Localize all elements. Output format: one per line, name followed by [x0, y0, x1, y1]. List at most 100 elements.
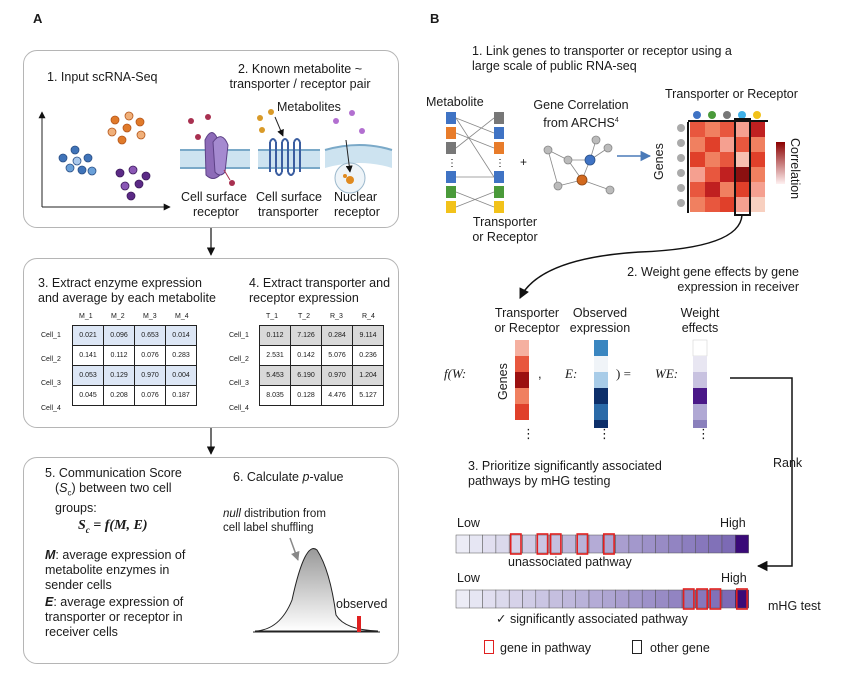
table-row: 0.053 0.129 0.970 0.004 [72, 365, 197, 386]
metabolite-label: Metabolite [426, 95, 484, 109]
gene-cell [522, 589, 537, 609]
b-step-2-line1: 2. Weight gene effects by gene [627, 265, 799, 279]
sc-symbol: S [59, 481, 68, 495]
cell-surface-receptor-label: Cell surface receptor [181, 190, 247, 220]
table-row: 2.531 0.142 5.076 0.236 [259, 345, 384, 366]
gene-cell [508, 589, 523, 609]
gene-cell [562, 589, 576, 609]
gene-cell [535, 589, 550, 609]
nr-line2: receptor [334, 205, 380, 219]
step-5-line3: groups: [55, 500, 97, 515]
nuclear-receptor-label: Nuclear receptor [334, 190, 380, 220]
step-5-line1: 5. Communication Score [45, 466, 182, 480]
pathway-gene-marker [576, 533, 589, 555]
gene-cell [615, 589, 630, 609]
t3-col-3: M_3 [143, 313, 157, 320]
t4-row-1: Cell_1 [229, 332, 249, 339]
panel-a-letter: A [33, 11, 43, 26]
sc-subscript: c [67, 488, 72, 498]
gene-cell [735, 534, 749, 554]
table-cell: 0.187 [165, 385, 197, 406]
gene-corr-sup: 4 [614, 117, 619, 124]
observed-expression-vector [594, 340, 608, 428]
t3-col-1: M_1 [79, 313, 93, 320]
t4-row-4: Cell_4 [229, 405, 249, 412]
gene-cell [668, 589, 683, 609]
e-desc-line3: receiver cells [45, 625, 118, 639]
gene-correlation-network [543, 135, 615, 195]
table-row: 0.045 0.208 0.076 0.187 [72, 385, 197, 406]
step-6-p: p [302, 470, 310, 484]
csr-line1: Cell surface [181, 190, 247, 204]
step-6-title: 6. Calculate p-value [233, 470, 343, 485]
gene-cell [575, 589, 590, 609]
gene-cell [588, 589, 603, 609]
transporter-line1: Transporter [472, 215, 538, 229]
e-desc-line1: : average expression of [53, 595, 184, 609]
m-desc-line1: : average expression of [55, 548, 186, 562]
high-label-1: High [720, 516, 746, 530]
col3-line2: effects [681, 321, 719, 335]
col3-header: Weight effects [670, 306, 730, 336]
we-label: WE: [655, 366, 679, 381]
t3-row-4: Cell_4 [41, 405, 61, 412]
low-label-1: Low [457, 516, 480, 530]
null-distribution-label: null distribution from cell label shuffl… [223, 507, 326, 535]
gene-cell [628, 534, 643, 554]
col2-header: Observed expression [565, 306, 635, 336]
b-step-2-line2: expression in receiver [677, 280, 799, 294]
gene-cell [482, 534, 497, 554]
table-row: 8.035 0.128 4.476 5.127 [259, 385, 384, 406]
e-desc-line2: transporter or receptor in [45, 610, 183, 624]
col1-line1: Transporter [494, 306, 560, 320]
gene-cell [641, 534, 656, 554]
table-row: 5.453 6.190 0.970 1.204 [259, 365, 384, 386]
t4-col-1: T_1 [266, 313, 279, 320]
pathway-gene-marker [509, 533, 522, 555]
col2-line1: Observed [572, 306, 628, 320]
transporter-or-receptor-top-label: Transporter or Receptor [665, 87, 798, 101]
pathway-gene-marker [696, 588, 709, 610]
step-4-title: 4. Extract transporter and receptor expr… [249, 276, 390, 306]
gene-cell [469, 534, 483, 554]
enzyme-expression-table: 0.021 0.096 0.653 0.014 0.141 0.112 0.07… [72, 325, 197, 406]
t4-col-4: R_4 [362, 313, 375, 320]
cell-surface-receptor-icon [180, 114, 250, 186]
rank-arrow [730, 377, 793, 572]
null-line2: cell label shuffling [223, 522, 314, 534]
cell-surface-transporter-icon [257, 109, 320, 176]
m-symbol: M [45, 548, 56, 562]
step-4-line2: receptor expression [249, 291, 359, 305]
gene-cell [615, 534, 630, 554]
correlation-heatmap [677, 111, 785, 216]
step-3-title: 3. Extract enzyme expression and average… [38, 276, 216, 306]
t3-row-2: Cell_2 [41, 356, 61, 363]
e-symbol: E [45, 595, 54, 609]
rank-label: Rank [773, 456, 803, 470]
col3-line1: Weight [680, 306, 720, 320]
selected-column-highlight [734, 118, 751, 216]
gene-cell [655, 534, 670, 554]
gene-cell [548, 589, 563, 609]
gene-cell [641, 589, 656, 609]
b-step-3-line1: 3. Prioritize significantly associated [468, 459, 662, 473]
step-6-b: -value [309, 470, 344, 484]
observed-label: observed [336, 597, 388, 611]
gene-cell [628, 589, 643, 609]
gene-cell [708, 534, 723, 554]
pathway-gene-marker [602, 533, 615, 555]
svg-text:⋮: ⋮ [495, 158, 505, 169]
null-distribution-plot [253, 537, 380, 633]
t4-row-2: Cell_2 [229, 356, 249, 363]
mhg-test-label: mHG test [768, 599, 821, 613]
legend-in-pathway-label: gene in pathway [500, 641, 592, 655]
ranked-bar-unassociated [455, 533, 749, 555]
m-desc-line3: sender cells [45, 578, 112, 592]
t3-row-1: Cell_1 [41, 332, 61, 339]
svg-text:⋮: ⋮ [447, 158, 457, 169]
significant-label: ✓ significantly associated pathway [496, 612, 688, 627]
col2-line2: expression [569, 321, 631, 335]
pathway-gene-marker [735, 588, 748, 610]
correlation-colorbar [776, 142, 785, 184]
